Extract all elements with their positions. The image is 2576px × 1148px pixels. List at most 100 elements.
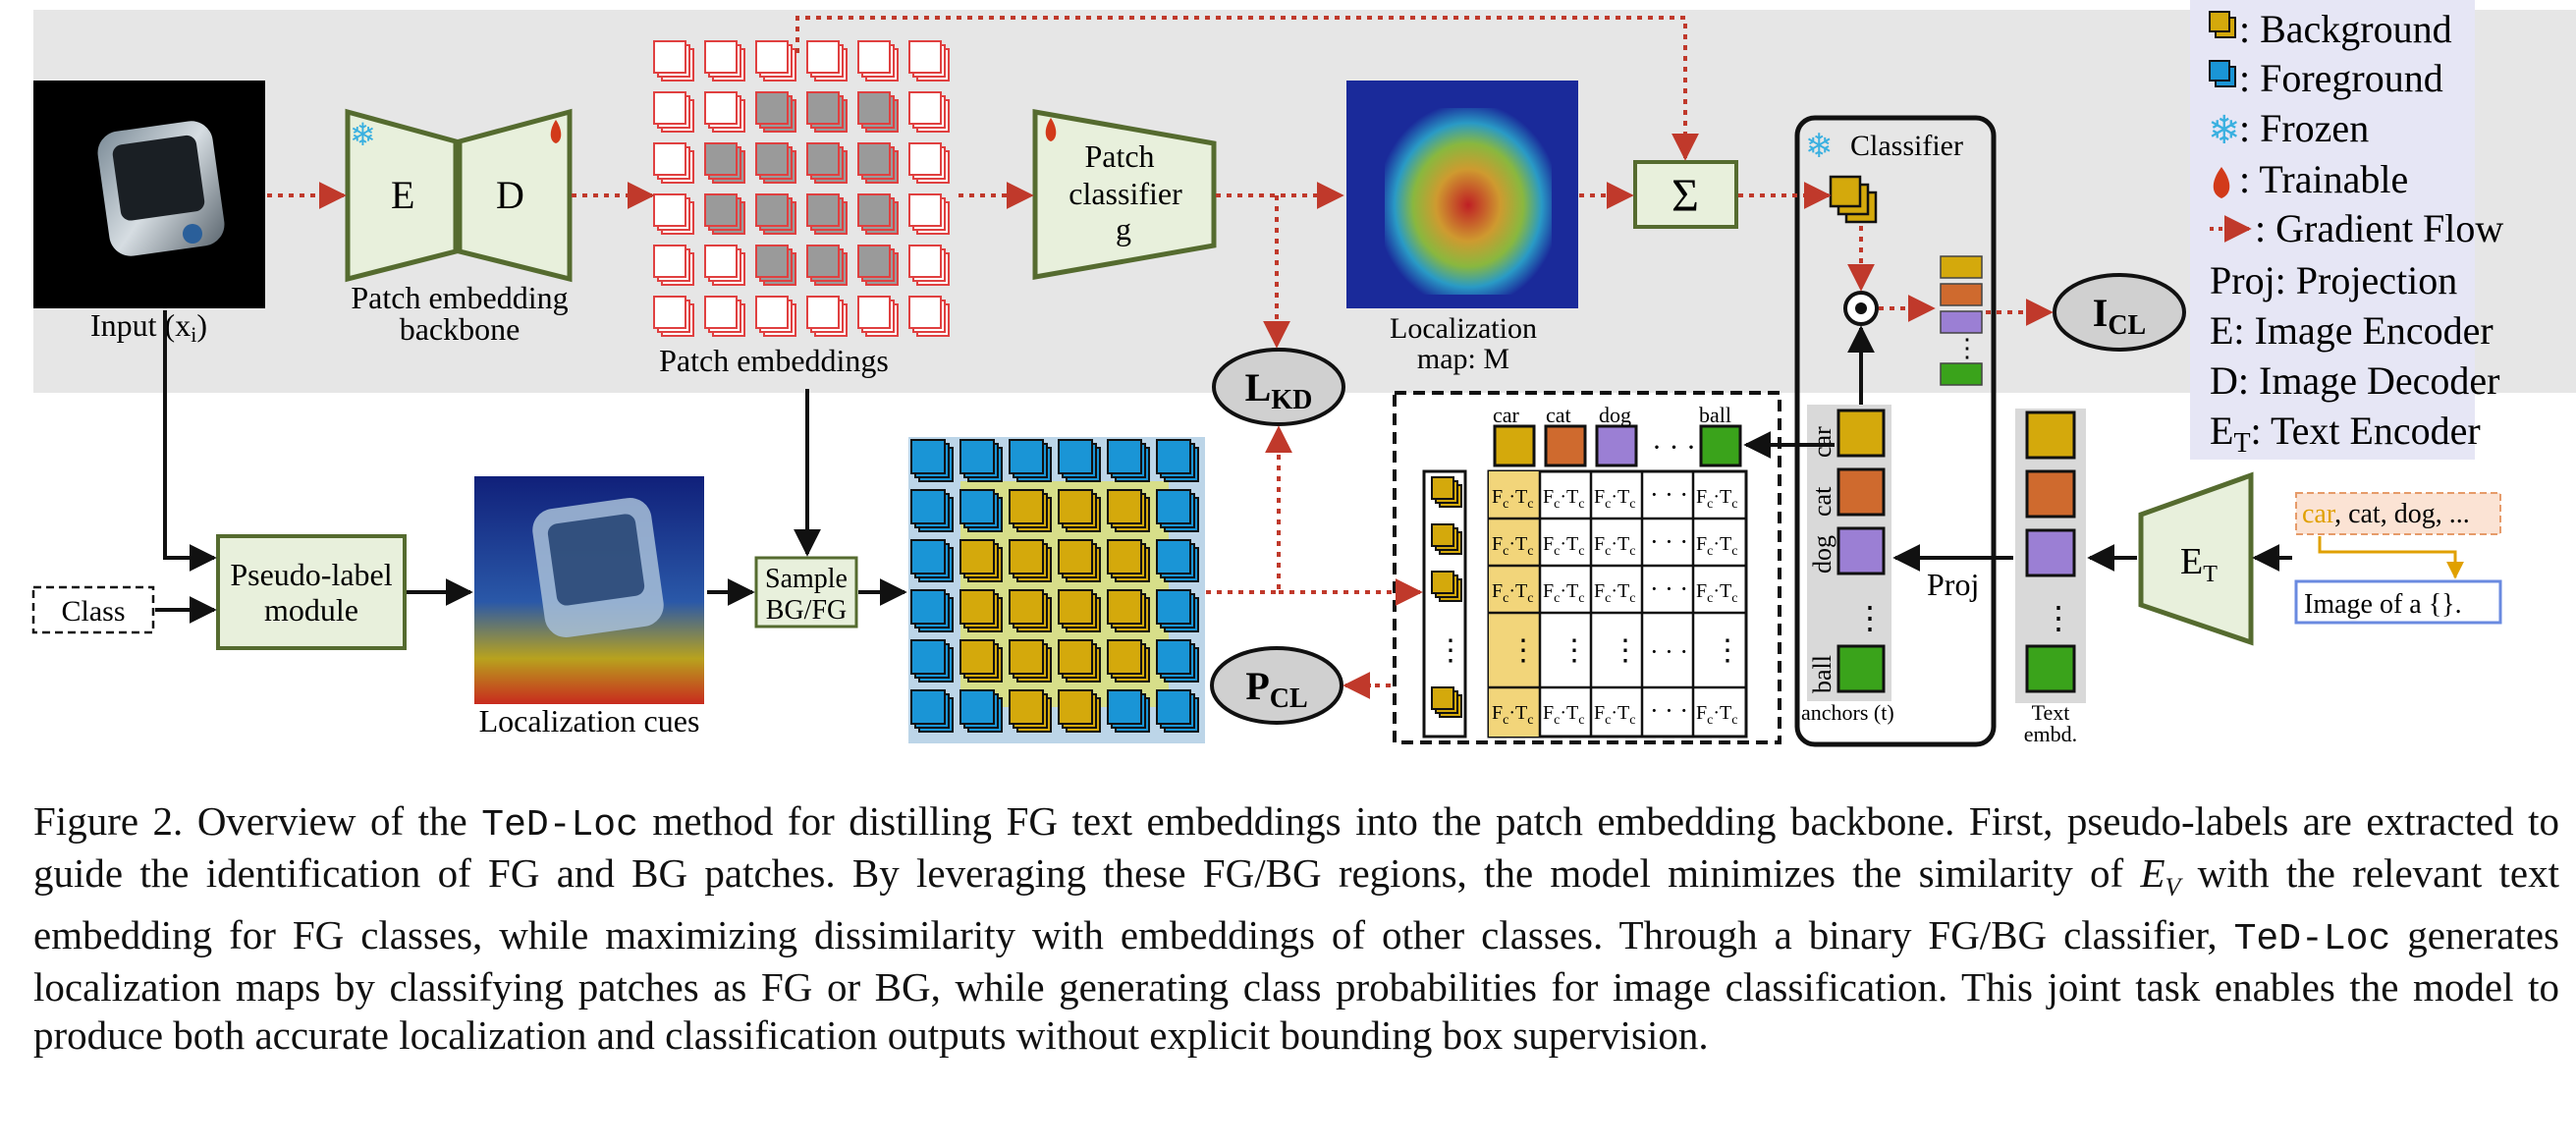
patch-embedding-cube xyxy=(704,296,745,337)
svg-text:· · ·: · · · xyxy=(1652,431,1696,464)
sample-bgfg-block xyxy=(754,556,858,629)
foreground-patch-cube xyxy=(910,689,954,733)
similarity-matrix-frame xyxy=(1393,391,1781,744)
background-patch-cube xyxy=(1009,689,1052,733)
anchor-label-cat: cat xyxy=(1808,486,1836,517)
background-patch-cube xyxy=(959,589,1003,632)
sum-symbol: Σ xyxy=(1672,170,1699,222)
localization-cues-image xyxy=(474,476,704,704)
patch-classifier-label-2: classifier xyxy=(1069,176,1182,211)
text-embd-label-1: Text xyxy=(2032,700,2070,725)
loc-cues-label: Localization cues xyxy=(479,703,700,738)
class-names-text: car, cat, dog, ... xyxy=(2302,499,2470,529)
legend-foreground: : Foreground xyxy=(2209,56,2443,100)
classifier-bg-cube xyxy=(1829,175,1878,224)
prompt-template-text: Image of a {}. xyxy=(2304,589,2462,620)
patch-embedding-cube xyxy=(806,142,848,184)
foreground-patch-cube xyxy=(959,489,1003,532)
patch-embeddings-grid xyxy=(653,40,950,337)
snowflake-icon: ❄ xyxy=(1805,129,1834,165)
text-encoder-block xyxy=(2138,471,2254,646)
patch-embedding-cube xyxy=(806,40,848,82)
svg-text:: Frozen: : Frozen xyxy=(2239,106,2369,150)
similarity-ellipsis: ⋮ xyxy=(1560,634,1589,667)
patch-embedding-cube xyxy=(908,142,950,184)
foreground-patch-cube xyxy=(1058,439,1101,482)
foreground-patch-cube xyxy=(1156,489,1199,532)
foreground-patch-cube xyxy=(910,589,954,632)
patch-embedding-cube xyxy=(755,193,796,235)
patch-embedding-cube xyxy=(653,245,694,286)
patch-embedding-cube xyxy=(806,193,848,235)
patch-embedding-cube xyxy=(908,245,950,286)
row-bg-cube xyxy=(1431,686,1462,718)
similarity-ellipsis: · · · xyxy=(1650,696,1688,725)
top-class-car: car xyxy=(1493,403,1520,427)
pseudo-label-module xyxy=(216,534,407,650)
svg-text:ICL: ICL xyxy=(2093,291,2146,341)
similarity-cell: Fc·Tc xyxy=(1696,702,1737,728)
encoder-label: E xyxy=(391,173,414,217)
patch-embedding-cube xyxy=(653,142,694,184)
svg-text:⋮: ⋮ xyxy=(1854,600,1886,635)
similarity-cell: Fc·Tc xyxy=(1594,580,1635,606)
foreground-patch-cube xyxy=(959,689,1003,733)
background-patch-cube xyxy=(1058,589,1101,632)
similarity-cell: Fc·Tc xyxy=(1696,486,1737,512)
foreground-patch-cube xyxy=(1107,439,1150,482)
foreground-patch-cube xyxy=(1009,439,1052,482)
figure-caption: Figure 2. Overview of the TeD-Loc method… xyxy=(33,798,2560,1059)
patch-embedding-cube xyxy=(857,245,899,286)
foreground-patch-cube xyxy=(910,439,954,482)
patch-embedding-cube xyxy=(908,193,950,235)
similarity-cell: Fc·Tc xyxy=(1696,533,1737,559)
anchor-label-ball: ball xyxy=(1808,655,1836,693)
patch-embedding-cube xyxy=(704,245,745,286)
anchor-label-car: car xyxy=(1808,426,1836,458)
patch-embedding-cube xyxy=(857,91,899,133)
top-class-dog: dog xyxy=(1599,403,1631,427)
background-patch-cube xyxy=(1107,589,1150,632)
sample-label-2: BG/FG xyxy=(766,595,847,626)
legend-trainable: : Trainable xyxy=(2213,157,2408,201)
sample-label-1: Sample xyxy=(765,564,848,594)
background-patch-cube xyxy=(1009,589,1052,632)
text-embeddings-column: ⋮ xyxy=(2025,410,2076,693)
patch-embedding-cube xyxy=(857,296,899,337)
similarity-ellipsis: · · · xyxy=(1650,574,1688,603)
row-ellipsis: ⋮ xyxy=(1436,634,1465,667)
patch-classifier-block xyxy=(1032,109,1217,280)
patch-embedding-cube xyxy=(653,296,694,337)
pseudo-label-text-2: module xyxy=(264,592,358,628)
svg-text:: Trainable: : Trainable xyxy=(2239,157,2408,201)
patch-embedding-cube xyxy=(755,245,796,286)
svg-text:⋮: ⋮ xyxy=(1954,334,1980,362)
svg-text:: Background: : Background xyxy=(2239,7,2452,51)
patch-embedding-cube xyxy=(857,40,899,82)
prompt-template-box xyxy=(2294,579,2502,625)
similarity-ellipsis: · · · xyxy=(1650,527,1688,556)
foreground-patch-cube xyxy=(1156,639,1199,683)
patch-embedding-cube xyxy=(653,91,694,133)
flame-icon xyxy=(1045,118,1057,141)
pcl-loss xyxy=(1210,646,1343,725)
loc-map-label-1: Localization xyxy=(1390,312,1537,345)
foreground-patch-cube xyxy=(1156,539,1199,582)
patch-embedding-cube xyxy=(755,40,796,82)
pseudo-label-text-1: Pseudo-label xyxy=(230,557,392,592)
background-patch-cube xyxy=(1107,539,1150,582)
row-bg-cube xyxy=(1431,476,1462,508)
input-label: Input (xi) xyxy=(90,307,207,347)
legend-proj: Proj: Projection xyxy=(2210,258,2457,302)
patch-classifier-label-1: Patch xyxy=(1084,138,1154,174)
top-class-cubes: · · · xyxy=(1493,424,1742,467)
patch-embedding-cube xyxy=(908,40,950,82)
class-input-box xyxy=(31,585,155,634)
similarity-cell: Fc·Tc xyxy=(1492,580,1533,606)
foreground-patch-cube xyxy=(1107,689,1150,733)
snowflake-icon: ❄ xyxy=(2208,108,2241,152)
backbone-label-1: Patch embedding xyxy=(351,280,568,315)
similarity-cell: Fc·Tc xyxy=(1594,533,1635,559)
legend-e: E: Image Encoder xyxy=(2210,308,2494,353)
class-names-box xyxy=(2295,492,2501,535)
